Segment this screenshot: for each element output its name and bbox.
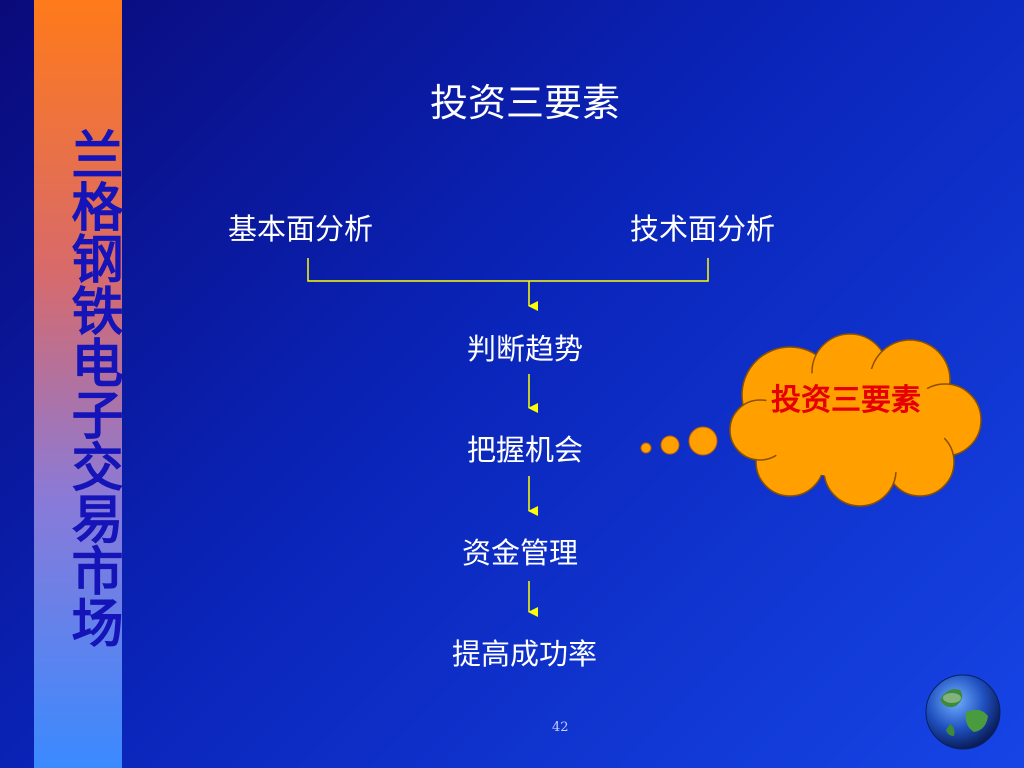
thought-dot-medium [660,435,680,455]
slide-title: 投资三要素 [429,81,620,125]
thought-dot-large [688,426,718,456]
money-management-step: 资金管理 [462,536,579,570]
success-rate-step: 提高成功率 [452,637,598,671]
sidebar-title: 兰格钢铁电子交易市场 [62,128,122,648]
sidebar-banner: 兰格钢铁电子交易市场 [34,0,122,768]
fundamental-analysis-label: 基本面分析 [228,212,374,246]
merge-bracket [307,258,709,282]
technical-analysis-label: 技术面分析 [630,212,776,246]
thought-dot-small [640,442,652,454]
callout-text: 投资三要素 [771,383,921,418]
seize-opportunity-step: 把握机会 [467,433,584,467]
globe-icon [925,674,1001,750]
judge-trend-step: 判断趋势 [467,332,584,366]
page-number: 42 [552,720,569,735]
